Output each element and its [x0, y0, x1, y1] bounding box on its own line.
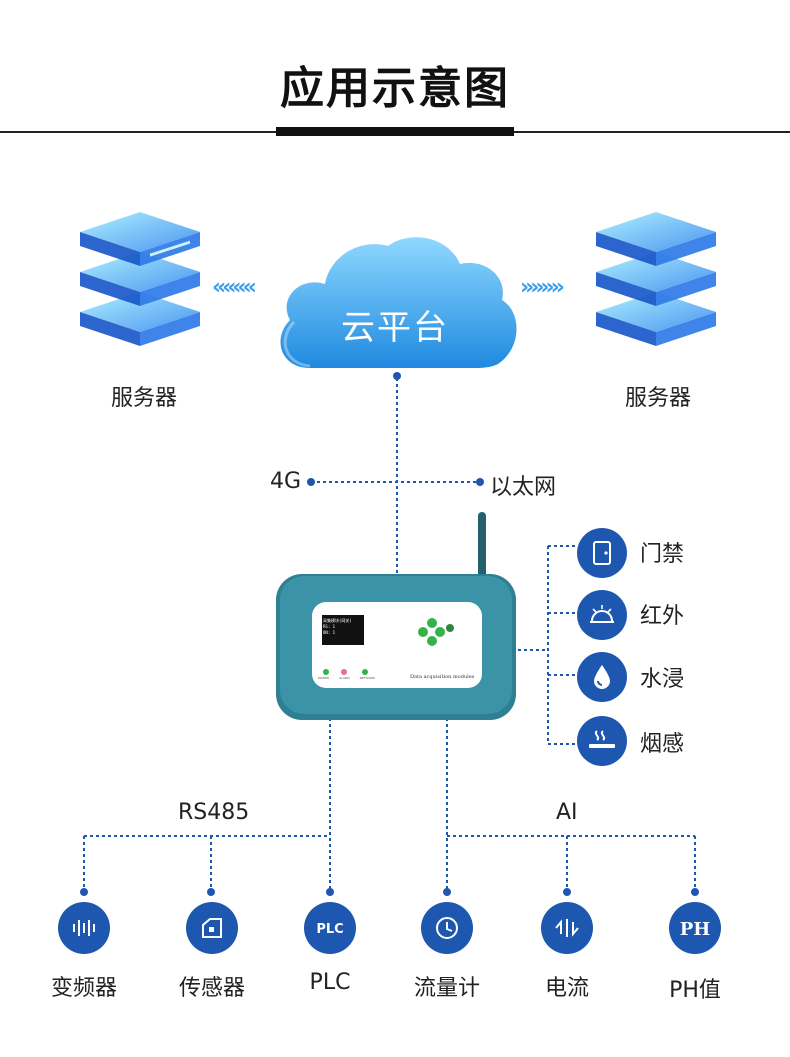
- svg-text:PH: PH: [680, 919, 711, 939]
- ph-icon: PH: [669, 902, 721, 954]
- chevrons-right-icon: »»»»: [520, 275, 565, 300]
- clock-icon: [421, 902, 473, 954]
- device-label: 电流: [544, 976, 589, 1001]
- device-label: PH值: [669, 978, 721, 1003]
- infrared-icon: [577, 590, 627, 640]
- sensor-label: 红外: [640, 604, 685, 629]
- page-title: 应用示意图: [280, 63, 510, 114]
- title-underline: [276, 127, 514, 136]
- cloud-icon: [280, 237, 517, 368]
- smoke-icon: [577, 716, 627, 766]
- device-label: 变频器: [50, 976, 117, 1001]
- plc-icon: PLC: [304, 902, 356, 954]
- screen-line: ON: 1: [323, 630, 336, 635]
- device-caption: Data acquisition modules: [410, 674, 475, 680]
- door-icon: [577, 528, 627, 578]
- cloud-label: 云平台: [341, 308, 449, 348]
- server-left-label: 服务器: [110, 386, 177, 411]
- server-right-label: 服务器: [624, 386, 691, 411]
- frequency-icon: [58, 902, 110, 954]
- bus-rs485-label: RS485: [178, 800, 250, 825]
- device-screen-text: 采集模块(网关) RS: 1 ON: 1: [323, 618, 352, 636]
- server-stack-icon: [80, 212, 200, 346]
- sensor-label: 烟感: [640, 732, 685, 757]
- server-stack-icon: [596, 212, 716, 346]
- network-ethernet-label: 以太网: [490, 475, 557, 500]
- sensor-label: 水浸: [640, 667, 685, 692]
- device-label: 传感器: [178, 976, 245, 1001]
- screen-line: 采集模块(网关): [323, 618, 352, 623]
- svg-text:PLC: PLC: [316, 922, 343, 937]
- indicator-label: ALARM: [339, 676, 350, 680]
- water-drop-icon: [577, 652, 627, 702]
- device-indicator-labels: POWER ALARM NETWORK: [318, 676, 375, 680]
- device-label: PLC: [309, 970, 351, 995]
- sensor-label: 门禁: [640, 542, 685, 567]
- indicator-label: POWER: [318, 676, 330, 680]
- device-label: 流量计: [413, 976, 480, 1001]
- chevrons-left-icon: ««««: [212, 275, 257, 300]
- bus-ai-label: AI: [556, 800, 578, 825]
- sensor-icon: [186, 902, 238, 954]
- gateway-device: [276, 512, 516, 720]
- network-4g-label: 4G: [270, 469, 302, 494]
- indicator-label: NETWORK: [359, 676, 376, 680]
- current-icon: [541, 902, 593, 954]
- screen-line: RS: 1: [323, 624, 336, 629]
